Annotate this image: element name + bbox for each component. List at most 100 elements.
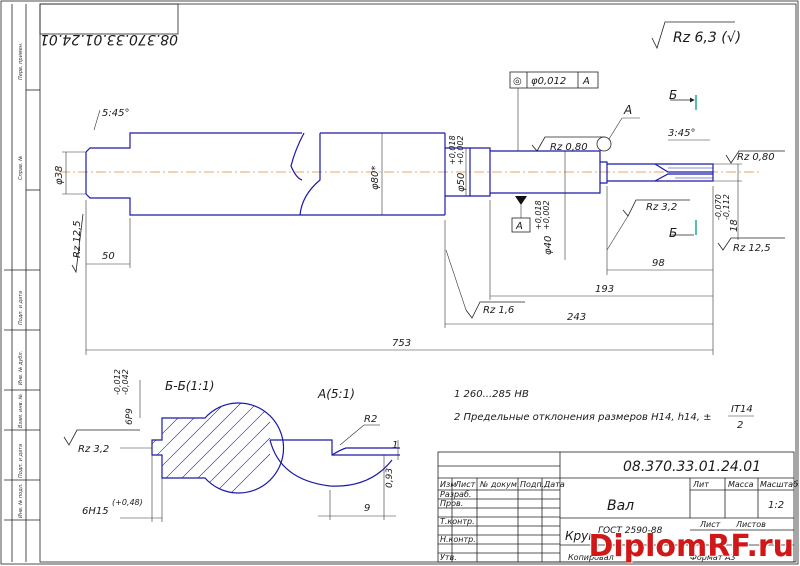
shaft-outline — [85, 132, 714, 216]
dim-d50: φ50 — [456, 173, 467, 192]
side-stamp: Перв. примен. Справ. № Подп. и дата Инв.… — [4, 4, 40, 562]
dim-d40-upper: +0,018 — [534, 200, 543, 230]
dim-key-lower: -0,112 — [722, 194, 731, 220]
dim-193: 193 — [595, 284, 614, 295]
detail-a-radius: R2 — [364, 414, 377, 425]
col-mass: Масса — [728, 480, 754, 489]
detail-a-marker — [596, 136, 612, 152]
dim-d80: φ80* — [370, 166, 381, 190]
diameter-dims: φ38 φ80* φ50 +0,018 +0,002 φ40 +0,018 +0… — [54, 133, 742, 260]
dim-243: 243 — [567, 312, 586, 323]
scale-value: 1:2 — [768, 500, 784, 511]
dim-key-width-lower: -0,042 — [121, 369, 130, 395]
sheets-label: Листов — [735, 520, 766, 529]
section-mark-b-top: Б — [669, 88, 677, 102]
default-roughness: Rz 6,3 (√) — [651, 21, 741, 50]
tolerance-base: A — [582, 76, 590, 87]
concentricity-icon: ◎ — [513, 76, 522, 87]
detail-a-one: 1 — [392, 440, 398, 451]
format-label: Формат А3 — [690, 553, 736, 562]
sheet-label: Лист — [699, 520, 721, 529]
side-label-dup: Инв. № дубл. — [18, 351, 24, 385]
detail-a-width: 9 — [364, 503, 370, 514]
dim-d50-upper: +0,018 — [448, 135, 457, 165]
row-date: Дата — [543, 480, 565, 489]
side-label-inv: Инв. № подл. — [18, 484, 24, 519]
dim-98: 98 — [652, 258, 665, 269]
rz-left: Rz 12,5 — [72, 220, 83, 258]
default-roughness-text: Rz 6,3 (√) — [673, 30, 741, 46]
dim-d50-lower: +0,002 — [456, 135, 465, 165]
col-lit: Лит — [692, 480, 709, 489]
col-scale: Масштаб — [760, 480, 798, 489]
dim-key-upper: -0,070 — [714, 194, 723, 220]
row-izm: Изм — [440, 480, 456, 489]
dim-depth: 6Н15 — [82, 506, 109, 517]
detail-a-letter: А — [623, 103, 632, 117]
rz-top: Rz 0,80 — [550, 142, 588, 153]
chamfer-right: 3:45° — [668, 128, 695, 139]
dim-key-width-upper: -0,012 — [113, 369, 122, 395]
base-a-letter: А — [515, 221, 523, 232]
material-std: ГОСТ 2590-88 — [598, 526, 663, 536]
length-dims: 50 98 193 243 753 — [85, 186, 714, 355]
dim-50: 50 — [102, 251, 115, 262]
section-bb-title: Б-Б(1:1) — [165, 379, 214, 393]
row-list: Лист — [454, 480, 476, 489]
top-number-box: 08.370.33.01.24.01 — [39, 3, 179, 47]
rz-125-right: Rz 12,5 — [733, 243, 771, 254]
note-2: 2 Предельные отклонения размеров Н14, h1… — [454, 412, 712, 423]
roughness-marks: Rz 12,5 Rz 0,80 Rz 0,80 Rz 3,2 Rz 12,5 R… — [71, 136, 785, 319]
technical-notes: 1 260...285 НВ 2 Предельные отклонения р… — [454, 389, 754, 431]
side-label-ref: Справ. № — [18, 156, 24, 180]
row-sign: Подп. — [520, 480, 544, 489]
title-designation: 08.370.33.01.24.01 — [623, 459, 761, 475]
copied-label: Копировал — [568, 553, 614, 562]
rz-16: Rz 1,6 — [483, 305, 514, 316]
rz-right: Rz 0,80 — [737, 152, 775, 163]
role-approve: Утв. — [440, 553, 457, 562]
inner-border — [39, 3, 797, 563]
base-a-symbol: А — [511, 196, 531, 233]
side-label-first-use: Перв. примен. — [18, 42, 24, 80]
role-check: Пров. — [440, 499, 463, 508]
section-cut-b: Б Б — [669, 88, 697, 240]
detail-a: А(5:1) R2 1 0,93 9 — [269, 387, 400, 520]
dim-key-width: 6Р9 — [125, 408, 135, 425]
section-bb: Б-Б(1:1) 6Р9 -0,012 -0,042 Rz 3,2 — [63, 369, 285, 522]
section-bb-hatch — [152, 403, 271, 494]
section-mark-b-bottom: Б — [669, 226, 677, 240]
side-label-replace: Взам. инв. № — [18, 394, 24, 428]
role-dev: Разраб. — [440, 490, 471, 499]
note-2-numerator: IT14 — [731, 404, 753, 415]
role-ncontrol: Н.контр. — [440, 535, 476, 544]
role-tcontrol: Т.контр. — [440, 517, 475, 526]
dim-d40: φ40 — [543, 236, 554, 255]
detail-a-leader: А — [608, 103, 640, 140]
top-drawing-number: 08.370.33.01.24.01 — [40, 31, 178, 47]
dim-key-18: 18 — [729, 219, 740, 232]
dim-d40-lower: +0,002 — [542, 200, 551, 230]
side-label-sign1: Подп. и дата — [18, 291, 24, 325]
section-bb-profile — [151, 402, 285, 494]
note-2-denominator: 2 — [737, 420, 743, 431]
detail-a-title: А(5:1) — [317, 387, 355, 401]
dim-d38: φ38 — [54, 166, 65, 185]
row-doc: № докум. — [479, 480, 519, 489]
tolerance-frame: ◎ φ0,012 A — [509, 71, 599, 151]
side-label-sign2: Подп. и дата — [18, 444, 24, 478]
watermark-logo[interactable]: DiplomRF.ru — [588, 529, 794, 564]
rz-32: Rz 3,2 — [646, 202, 677, 213]
title-name: Вал — [607, 498, 634, 514]
dim-753: 753 — [392, 338, 411, 349]
tolerance-value: φ0,012 — [531, 76, 566, 87]
chamfer-left: 5:45° — [102, 108, 129, 119]
detail-a-height: 0,93 — [385, 468, 395, 488]
rz-section: Rz 3,2 — [78, 444, 109, 455]
title-block: 08.370.33.01.24.01 Вал Лит Масса Масштаб… — [437, 451, 798, 563]
material-name: Круг — [565, 529, 595, 543]
dim-depth-tol: (+0,48) — [112, 498, 143, 507]
